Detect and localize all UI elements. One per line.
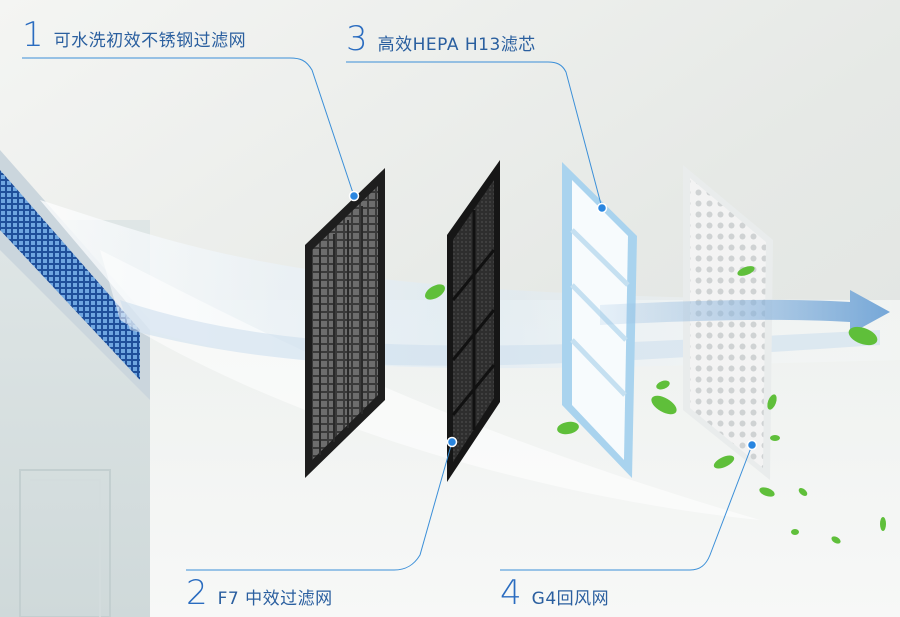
air-vent [0, 150, 150, 400]
callout-text-1: 可水洗初效不锈钢过滤网 [53, 31, 247, 51]
callout-label-4: 4 G4回风网 [500, 576, 609, 610]
filter-g4-return [683, 165, 773, 480]
leaves-decoration [425, 266, 886, 544]
callout-label-1: 1 可水洗初效不锈钢过滤网 [22, 18, 246, 52]
callout-text-2: F7 中效过滤网 [217, 589, 333, 609]
callout-number-3: 3 [346, 19, 368, 59]
filter-f7-medium [447, 160, 500, 482]
airflow-arrow [600, 290, 890, 334]
callout-dots [348, 190, 758, 451]
callout-number-2: 2 [186, 573, 208, 613]
filter-stainless-steel [305, 168, 385, 478]
callout-label-2: 2 F7 中效过滤网 [186, 576, 333, 610]
callout-number-4: 4 [500, 573, 522, 613]
callout-text-3: 高效HEPA H13滤芯 [377, 35, 536, 55]
callout-text-4: G4回风网 [531, 589, 610, 609]
callout-label-3: 3 高效HEPA H13滤芯 [346, 22, 536, 56]
callout-lines [22, 57, 753, 571]
callout-number-1: 1 [22, 15, 44, 55]
